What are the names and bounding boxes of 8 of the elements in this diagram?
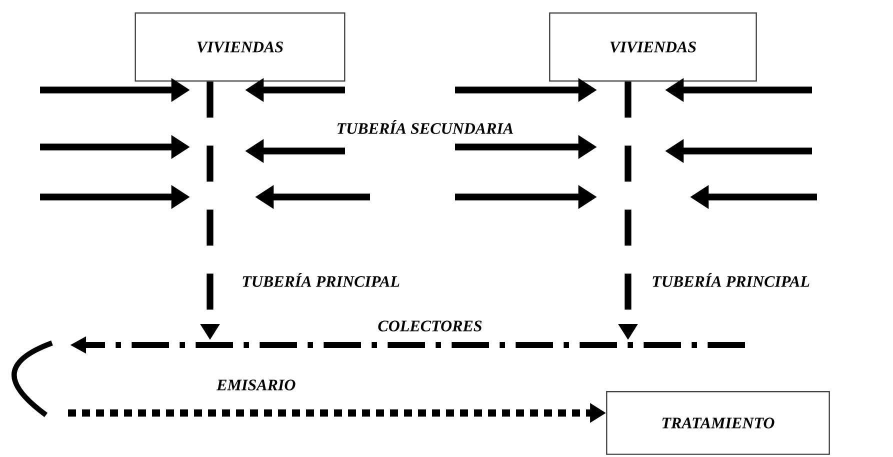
edge-label: EMISARIO [216, 380, 296, 390]
label-box: VIVIENDAS [549, 12, 757, 82]
label-box: TRATAMIENTO [606, 391, 830, 455]
pipe-label: TUBERÍA SECUNDARIA [337, 120, 514, 134]
edge-label: TUBERÍA PRINCIPAL [652, 273, 810, 287]
edge-label: TUBERÍA PRINCIPAL [242, 273, 400, 287]
pipe-label: COLECTORES [378, 320, 482, 332]
label-box: VIVIENDAS [134, 12, 346, 82]
